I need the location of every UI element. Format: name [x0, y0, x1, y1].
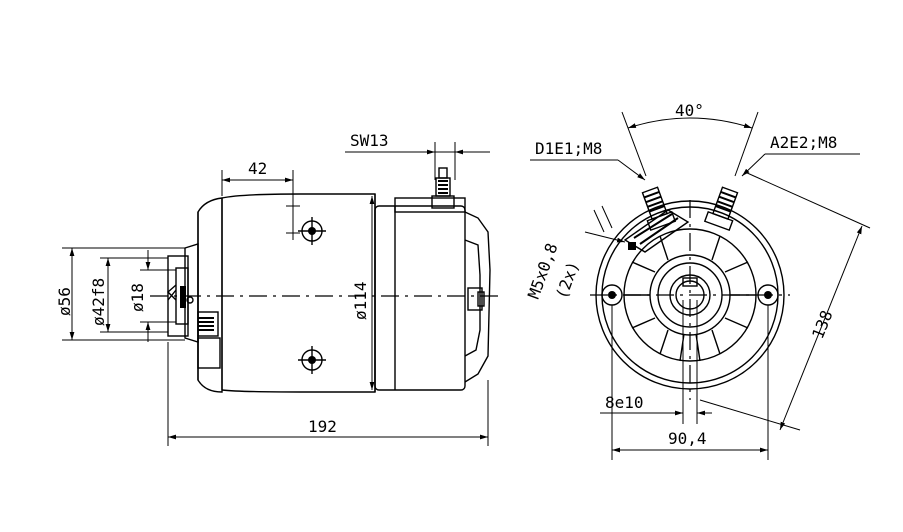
key-dim	[600, 300, 712, 424]
terminal-right-label: A2E2;M8	[770, 133, 837, 152]
overall-length-label: 192	[308, 417, 337, 436]
diagonal-dim	[699, 171, 871, 431]
terminal-bolt	[431, 167, 455, 209]
mount-spacing-dim	[611, 305, 769, 460]
terminal-offset-label: 42	[248, 159, 267, 178]
terminal-left-label: D1E1;M8	[535, 139, 602, 158]
motor-housing	[221, 193, 491, 393]
side-view: ø56 ø42f8 ø18 ø114 42 SW13 192	[55, 131, 500, 446]
terminal-offset-dim	[221, 170, 300, 240]
pilot-diameter-label: ø42f8	[89, 278, 108, 326]
drive-end-shield	[166, 197, 223, 393]
mount-spacing-label: 90,4	[668, 429, 707, 448]
overall-length-dim	[167, 342, 489, 446]
diagonal-label: 138	[808, 308, 836, 342]
body-diameter-label: ø114	[351, 281, 370, 320]
end-view: 40° D1E1;M8 A2E2;M8 M5x0,8 (2x) 138 8e10	[524, 101, 871, 460]
mount-count-label: (2x)	[552, 259, 583, 302]
shaft-diameter-label: ø18	[128, 283, 147, 312]
flange-diameter-label: ø56	[55, 287, 74, 316]
terminal-angle-label: 40°	[675, 101, 704, 120]
wrench-size-label: SW13	[350, 131, 389, 150]
diameter-dims-left	[62, 247, 185, 342]
key-label: 8e10	[605, 393, 644, 412]
wrench-size-dim	[345, 142, 490, 180]
brush-cover	[623, 209, 690, 253]
terminal-angle-dim	[621, 111, 759, 177]
stud-upper	[298, 217, 326, 245]
stud-lower	[298, 346, 326, 374]
terminal-a2e2	[703, 186, 739, 232]
